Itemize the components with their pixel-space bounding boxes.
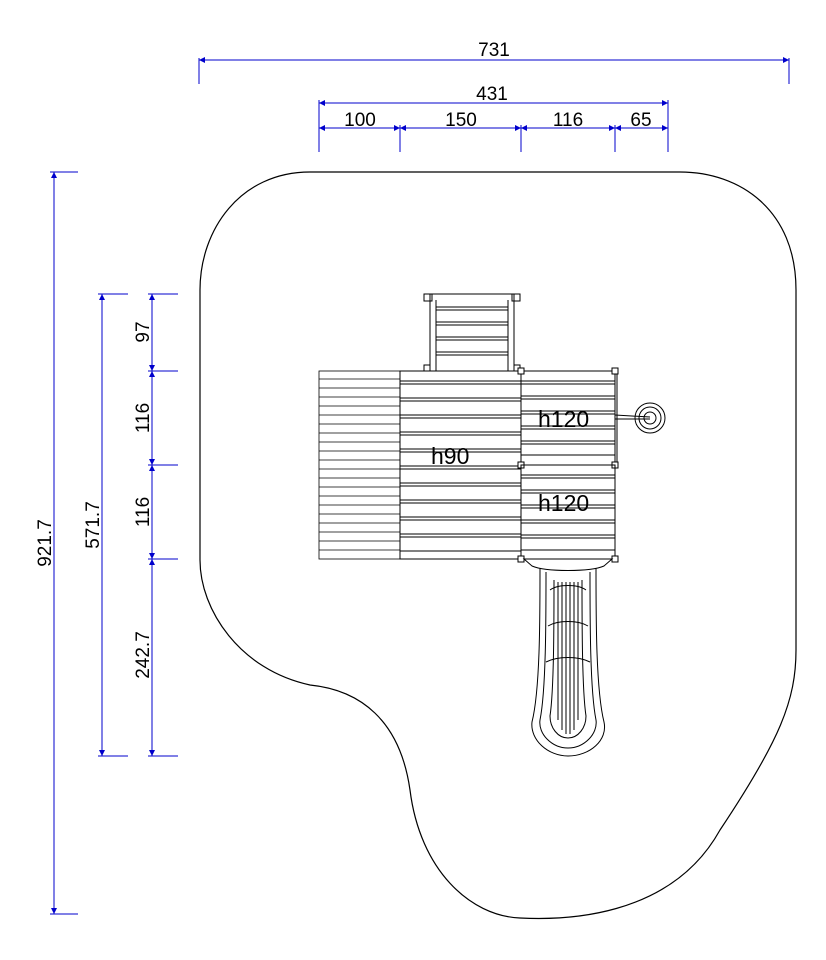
slide — [522, 558, 614, 757]
horizontal-dimensions — [198, 57, 790, 152]
dim-seg-1: 100 — [344, 110, 376, 131]
dim-overall-width: 731 — [478, 40, 510, 61]
height-label-lower-right: h120 — [538, 490, 589, 516]
dim-seg-2: 150 — [445, 110, 477, 131]
ladder — [423, 293, 521, 372]
dim-vseg-2: 116 — [133, 403, 154, 433]
dim-structure-width: 431 — [476, 84, 508, 105]
dim-seg-4: 65 — [630, 110, 651, 131]
dim-overall-depth: 921.7 — [35, 519, 56, 567]
dim-vseg-1: 97 — [133, 321, 154, 342]
dim-seg-3: 116 — [553, 110, 583, 131]
dim-structure-depth: 571.7 — [83, 501, 104, 549]
height-label-upper-right: h120 — [538, 406, 589, 432]
left-ramp — [318, 370, 401, 560]
safety-zone-outline — [199, 171, 797, 920]
dim-vseg-4: 242.7 — [133, 631, 154, 679]
steering-wheel — [614, 402, 666, 434]
dim-vseg-3: 116 — [133, 497, 154, 527]
height-label-center: h90 — [431, 443, 469, 469]
vertical-dimensions — [50, 171, 178, 915]
